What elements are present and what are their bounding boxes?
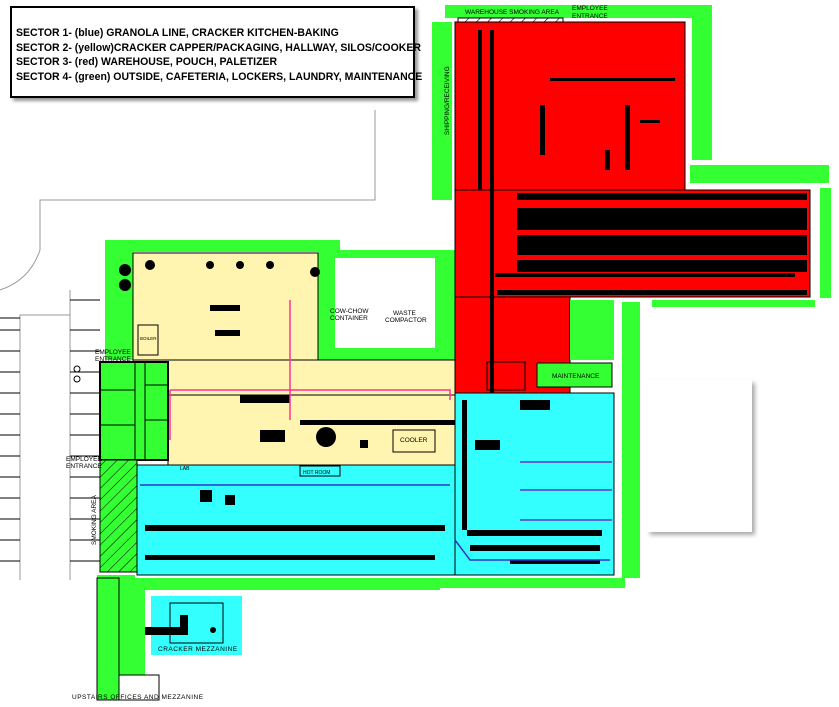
legend-sector-3: SECTOR 3- (red) WAREHOUSE, POUCH, PALETI… (16, 56, 278, 68)
cow-chow-yard (335, 258, 435, 348)
label-shipping-receiving: SHIPPING/RECEIVING (444, 66, 451, 135)
label-cracker-mezzanine: CRACKER MEZZANINE (158, 646, 238, 653)
mezzanine-annex (118, 674, 160, 701)
warehouse-racks (478, 30, 807, 395)
parking-stalls (0, 299, 100, 319)
offices-lockers (99, 361, 169, 461)
label-cooler: COOLER (400, 437, 428, 444)
parking-stall-lines (0, 329, 100, 562)
maintenance-room (536, 362, 613, 388)
label-lab: LAB (180, 466, 190, 472)
label-employee-entrance-1b: ENTRANCE (95, 356, 131, 363)
label-hot-room: HOT ROOM (303, 470, 330, 476)
maintenance-yard (570, 300, 614, 360)
upstairs-offices (96, 577, 120, 701)
future-area-outline (647, 380, 752, 532)
pipe-route-pink (169, 300, 451, 440)
label-waste: WASTE (393, 310, 417, 317)
valve-icons (73, 365, 81, 383)
label-warehouse-smoking: WAREHOUSE SMOKING AREA (465, 9, 560, 16)
legend-sector-2: SECTOR 2- (yellow)CRACKER CAPPER/PACKAGI… (16, 41, 421, 54)
label-cow-chow-2: CONTAINER (330, 315, 368, 322)
mezzanine-outline (169, 602, 224, 644)
blue-equipment (145, 400, 602, 635)
legend-sector-1: SECTOR 1- (blue) GRANOLA LINE, CRACKER K… (16, 27, 339, 39)
label-employee-entrance-2b: ENTRANCE (66, 463, 102, 470)
label-smoking-area: SMOKING AREA (91, 494, 98, 545)
hot-room (299, 465, 341, 477)
office-walls (100, 362, 168, 460)
label-waste-2: COMPACTOR (385, 317, 427, 324)
label-boiler: BOILER (140, 336, 157, 341)
label-cow-chow: COW-CHOW (330, 308, 369, 315)
label-employee-entrance-2: EMPLOYEE (66, 456, 102, 463)
conveyor-lines (140, 461, 612, 561)
label-upstairs-offices: UPSTAIRS OFFICES AND MEZZANINE (72, 694, 204, 701)
label-employee-entrance-1: EMPLOYEE (95, 349, 131, 356)
label-employee-entrance-top: EMPLOYEE (572, 5, 608, 12)
legend-sector-4: SECTOR 4- (green) OUTSIDE, CAFETERIA, LO… (16, 70, 423, 83)
cooler-room (392, 429, 436, 453)
sector-legend: SECTOR 1- (blue) GRANOLA LINE, CRACKER K… (10, 6, 423, 98)
label-employee-entrance-top-2: ENTRANCE (572, 13, 608, 20)
yellow-equipment (119, 260, 460, 448)
label-maintenance: MAINTENANCE (552, 373, 600, 380)
smoking-area (99, 459, 138, 573)
boiler-room (137, 324, 159, 356)
